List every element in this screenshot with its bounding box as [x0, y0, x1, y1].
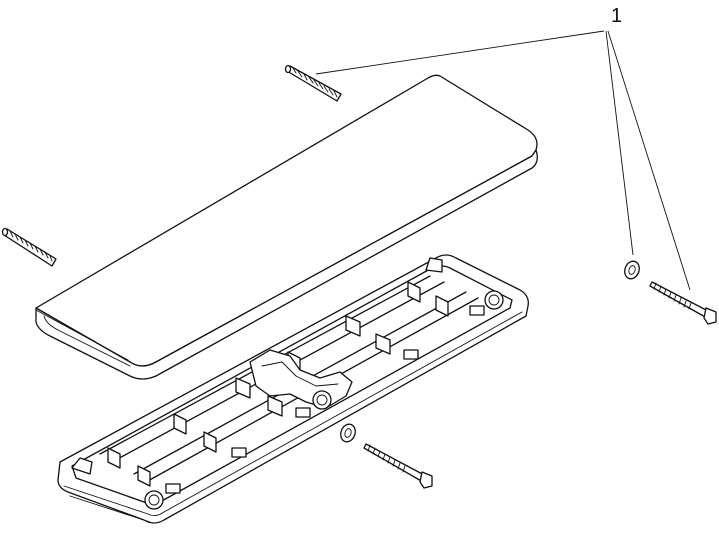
wall-plug-left — [1, 227, 57, 267]
screw-right — [649, 281, 717, 325]
shelf-plate — [35, 74, 538, 380]
wall-plug-top — [284, 64, 342, 102]
screw-bottom — [363, 443, 433, 489]
mounting-bracket — [57, 254, 529, 524]
callout-1: 1 — [315, 5, 691, 291]
washer-bottom — [340, 423, 356, 443]
leader-line-plug — [315, 30, 605, 75]
leader-line-washer — [605, 30, 634, 256]
washer-right — [624, 260, 640, 280]
callout-label-1: 1 — [611, 5, 622, 27]
leader-line-screw — [607, 30, 691, 291]
